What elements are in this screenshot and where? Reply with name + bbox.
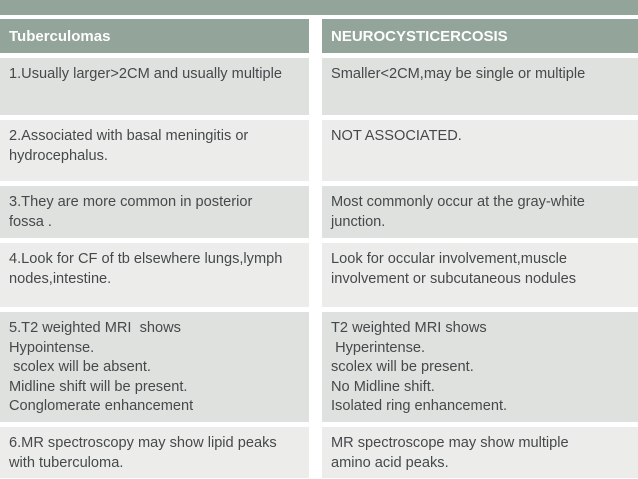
comparison-table: Tuberculomas NEUROCYSTICERCOSIS 1.Usuall… (0, 19, 638, 478)
cell-clinical-findings-neurocysticercosis: Look for occular involvement,muscle invo… (322, 243, 638, 307)
cell-spectroscopy-tuberculoma: 6.MR spectroscopy may show lipid peaks w… (0, 427, 309, 478)
table-row: 6.MR spectroscopy may show lipid peaks w… (0, 427, 638, 478)
table-row: 5.T2 weighted MRI shows Hypointense. sco… (0, 312, 638, 422)
cell-size-tuberculoma: 1.Usually larger>2CM and usually multipl… (0, 58, 309, 115)
table-row: 3.They are more common in posterior foss… (0, 186, 638, 238)
cell-mri-features-tuberculoma: 5.T2 weighted MRI shows Hypointense. sco… (0, 312, 309, 422)
cell-spectroscopy-neurocysticercosis: MR spectroscope may show multiple amino … (322, 427, 638, 478)
table-header-row: Tuberculomas NEUROCYSTICERCOSIS (0, 19, 638, 53)
cell-association-tuberculoma: 2.Associated with basal meningitis or hy… (0, 120, 309, 181)
top-accent-bar (0, 0, 638, 15)
table-row: 2.Associated with basal meningitis or hy… (0, 120, 638, 181)
cell-mri-features-neurocysticercosis: T2 weighted MRI shows Hyperintense. scol… (322, 312, 638, 422)
column-header-neurocysticercosis: NEUROCYSTICERCOSIS (322, 19, 638, 53)
cell-clinical-findings-tuberculoma: 4.Look for CF of tb elsewhere lungs,lymp… (0, 243, 309, 307)
cell-location-tuberculoma: 3.They are more common in posterior foss… (0, 186, 309, 238)
table-row: 4.Look for CF of tb elsewhere lungs,lymp… (0, 243, 638, 307)
column-header-tuberculomas: Tuberculomas (0, 19, 309, 53)
cell-association-neurocysticercosis: NOT ASSOCIATED. (322, 120, 638, 181)
table-row: 1.Usually larger>2CM and usually multipl… (0, 58, 638, 115)
cell-location-neurocysticercosis: Most commonly occur at the gray-white ju… (322, 186, 638, 238)
cell-size-neurocysticercosis: Smaller<2CM,may be single or multiple (322, 58, 638, 115)
